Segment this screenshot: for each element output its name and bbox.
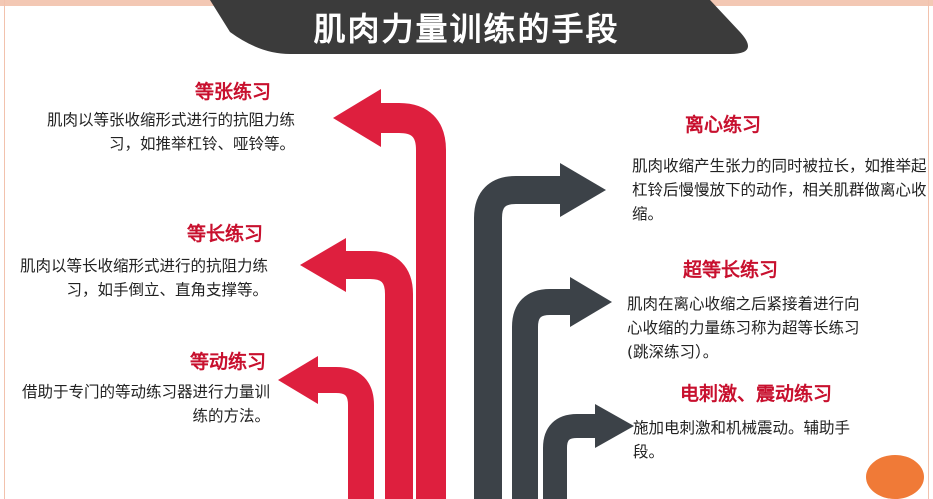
desc-electrical: 施加电刺激和机械震动。辅助手段。 xyxy=(633,419,851,461)
desc-isotonic: 肌肉以等张收缩形式进行的抗阻力练习，如推举杠铃、哑铃等。 xyxy=(46,111,295,153)
heading-plyometric: 超等长练习 xyxy=(683,259,779,281)
desc-isometric: 肌肉以等长收缩形式进行的抗阻力练习，如手倒立、直角支撑等。 xyxy=(19,257,268,299)
arrow-isotonic xyxy=(333,89,446,499)
arrow-plyometric xyxy=(512,277,612,499)
desc-eccentric: 肌肉收缩产生张力的同时被拉长，如推举起杠铃后慢慢放下的动作，相关肌群做离心收缩。 xyxy=(632,157,927,223)
title-banner xyxy=(210,0,748,54)
frame-line-left xyxy=(4,0,5,499)
arrow-isometric xyxy=(300,238,413,499)
heading-isotonic: 等张练习 xyxy=(195,81,272,103)
frame-line-right xyxy=(928,0,929,499)
heading-electrical: 电刺激、震动练习 xyxy=(680,383,833,405)
desc-isokinetic: 借助于专门的等动练习器进行力量训练的方法。 xyxy=(21,383,270,425)
orange-circle-decoration xyxy=(866,455,924,499)
page-title: 肌肉力量训练的手段 xyxy=(313,10,620,48)
desc-plyometric: 肌肉在离心收缩之后紧接着进行向心收缩的力量练习称为超等长练习(跳深练习）。 xyxy=(627,295,860,361)
heading-isokinetic: 等动练习 xyxy=(190,351,267,373)
heading-eccentric: 离心练习 xyxy=(685,114,762,136)
heading-isometric: 等长练习 xyxy=(187,223,264,245)
arrow-electrical xyxy=(543,404,634,499)
arrow-isokinetic xyxy=(278,356,374,499)
arrow-eccentric xyxy=(474,163,606,499)
